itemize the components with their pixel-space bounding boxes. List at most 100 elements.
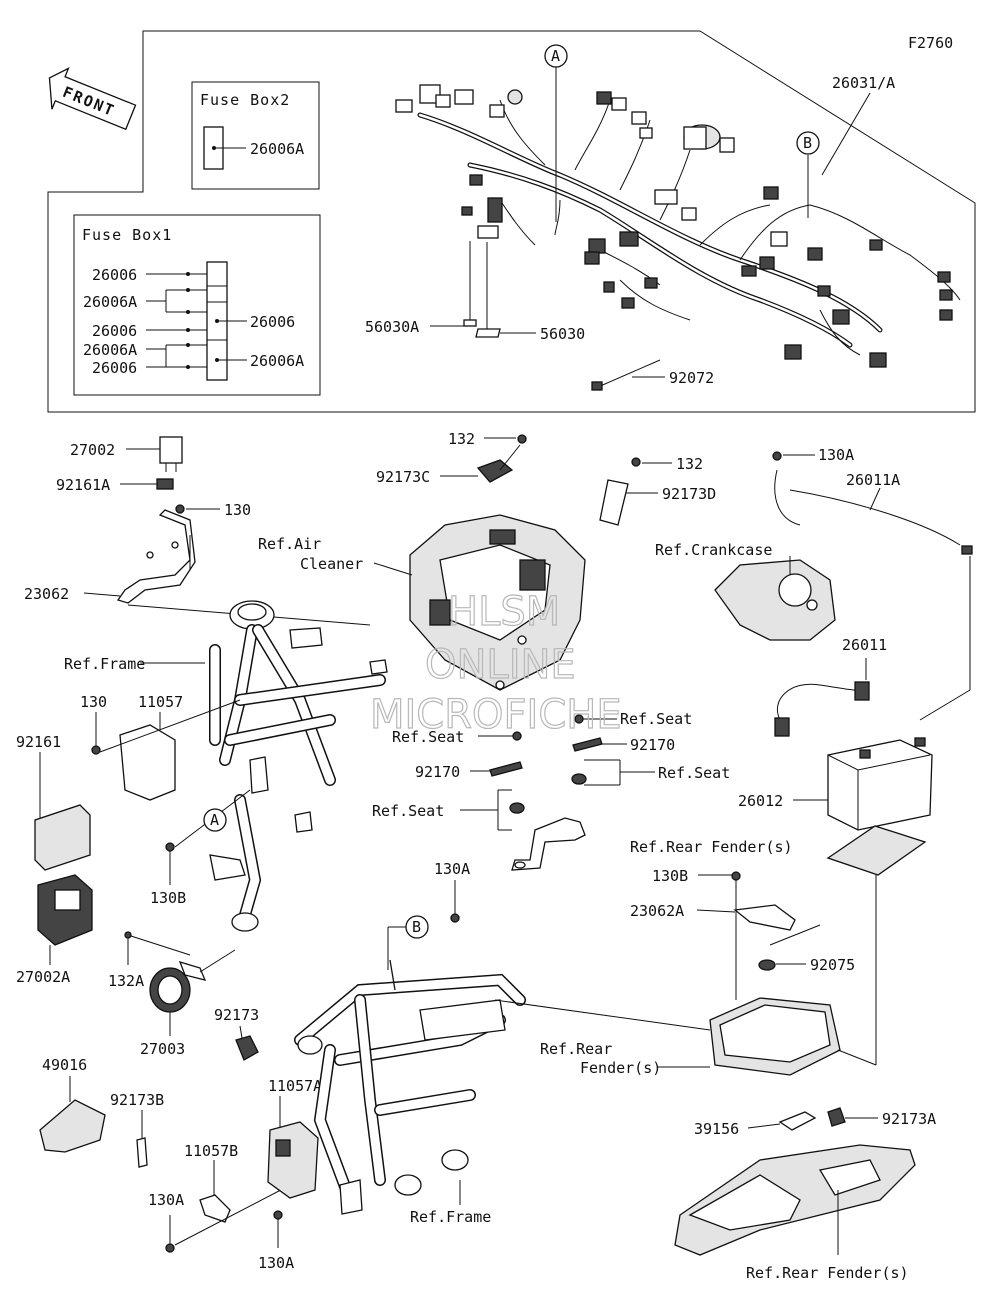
harness-main-label: 26031/A xyxy=(832,74,895,92)
bracket-11057a xyxy=(267,1121,319,1199)
clip-56030a-label: 56030A xyxy=(365,318,419,336)
ecu-27002a-label: 27002A xyxy=(16,968,70,986)
clamp-92173c xyxy=(476,459,514,483)
bracket-11057 xyxy=(119,724,176,801)
ref-rear-fender-2-label: Ref.Rear Fender(s) xyxy=(746,1264,909,1282)
cable-26011-label: 26011 xyxy=(842,636,887,654)
callout-b-frame: B xyxy=(405,915,429,939)
clamp-92173d xyxy=(599,479,629,526)
ecu-27002a xyxy=(37,874,93,946)
bolt-130-left xyxy=(91,745,101,755)
bolt-132-right-label: 132 xyxy=(676,455,703,473)
horn-27003 xyxy=(149,960,207,1013)
band-92170-right-label: 92170 xyxy=(630,736,675,754)
bolt-130b-left xyxy=(165,842,175,852)
bolt-130-top xyxy=(175,504,185,514)
ecu-92161-label: 92161 xyxy=(16,733,61,751)
fuse-box1-label-3: 26006 xyxy=(92,322,137,340)
ref-seat-4-label: Ref.Seat xyxy=(658,764,730,782)
figure-code: F2760 xyxy=(908,34,953,52)
clamp-92173a xyxy=(827,1107,846,1127)
fuse-box1-label-4: 26006A xyxy=(83,341,137,359)
fuse-box1-leaders xyxy=(146,273,247,368)
clamp-92173b xyxy=(136,1137,148,1168)
callout-a-harness: A xyxy=(544,44,568,68)
nut-130a-mid xyxy=(450,913,460,923)
band-92170-left xyxy=(489,761,523,777)
bolt-130a-top-label: 130A xyxy=(818,446,854,464)
clip-56030-label: 56030 xyxy=(540,325,585,343)
battery-26012 xyxy=(827,737,933,831)
ref-frame-1-label: Ref.Frame xyxy=(64,655,145,673)
bolt-130b-right-label: 130B xyxy=(652,867,688,885)
callout-a-frame: A xyxy=(203,808,227,832)
bolt-130b-left-label: 130B xyxy=(150,889,186,907)
bolt-132-top-label: 132 xyxy=(448,430,475,448)
callout-a-harness-label: A xyxy=(551,47,560,65)
grommet-seat-right xyxy=(571,773,587,785)
ref-rear-fender-1-label: Ref.Rear Fender(s) xyxy=(630,838,793,856)
ref-air-cleaner-label-2: Cleaner xyxy=(300,555,363,573)
fuse-box1-label-right-2: 26006A xyxy=(250,352,304,370)
cable-26011a xyxy=(774,469,801,526)
bracket-11057-label: 11057 xyxy=(138,693,183,711)
fuse-box2-title: Fuse Box2 xyxy=(200,91,290,109)
fuse-box1-label-right-1: 26006 xyxy=(250,313,295,331)
callout-a-frame-label: A xyxy=(210,811,219,829)
clamp-92173c-label: 92173C xyxy=(376,468,430,486)
cable-26011a-label: 26011A xyxy=(846,471,900,489)
nut-130a-mid-label: 130A xyxy=(434,860,470,878)
band-92170-left-label: 92170 xyxy=(415,763,460,781)
bracket-23062 xyxy=(116,509,196,604)
battery-pad xyxy=(826,825,927,876)
callout-b-harness: B xyxy=(796,131,820,155)
grommet-seat-left xyxy=(509,802,525,814)
bolt-130a-bl2 xyxy=(273,1210,283,1220)
bracket-11057b xyxy=(199,1194,231,1223)
bolt-132a-label: 132A xyxy=(108,972,144,990)
bracket-23062-label: 23062 xyxy=(24,585,69,603)
ref-seat-3-label: Ref.Seat xyxy=(372,802,444,820)
cover-49016-label: 49016 xyxy=(42,1056,87,1074)
battery-26012-label: 26012 xyxy=(738,792,783,810)
front-frame xyxy=(209,600,388,932)
bracket-23062a-label: 23062A xyxy=(630,902,684,920)
part-39156-label: 39156 xyxy=(694,1120,739,1138)
horn-27003-label: 27003 xyxy=(140,1040,185,1058)
ref-air-cleaner-label-1: Ref.Air xyxy=(258,535,321,553)
fuse-box2-frame xyxy=(191,81,320,190)
rubber-92161a-label: 92161A xyxy=(56,476,110,494)
bolt-132a xyxy=(124,931,132,939)
callout-b-frame-label: B xyxy=(412,918,421,936)
crankcase xyxy=(714,559,836,641)
bolt-130a-bl2-label: 130A xyxy=(258,1254,294,1272)
bolt-130a-bl1 xyxy=(165,1243,175,1253)
watermark-line-1: HLSM xyxy=(448,589,560,635)
relay-27002-label: 27002 xyxy=(70,441,115,459)
relay-27002 xyxy=(159,436,183,472)
bolt-130-left-label: 130 xyxy=(80,693,107,711)
bolt-130a-bl1-label: 130A xyxy=(148,1191,184,1209)
band-92072-label: 92072 xyxy=(669,369,714,387)
harness-group-frame xyxy=(47,30,976,413)
bolt-132-top xyxy=(517,434,527,444)
bolt-132-right xyxy=(631,457,641,467)
callout-b-harness-label: B xyxy=(803,134,812,152)
cover-49016 xyxy=(39,1099,106,1153)
ref-frame-2-label: Ref.Frame xyxy=(410,1208,491,1226)
clip-56030 xyxy=(475,328,501,338)
harness-connectors xyxy=(395,84,953,368)
clamp-92173a-label: 92173A xyxy=(882,1110,936,1128)
bolt-130-top-label: 130 xyxy=(224,501,251,519)
fuse-box1-label-2: 26006A xyxy=(83,293,137,311)
ref-crankcase-label: Ref.Crankcase xyxy=(655,541,772,559)
band-92072 xyxy=(591,359,661,391)
ref-seat-2-label: Ref.Seat xyxy=(620,710,692,728)
watermark: HLSM ONLINE MICROFICHE xyxy=(369,588,622,738)
bolt-130a-top xyxy=(772,451,782,461)
clip-56030a xyxy=(463,319,477,327)
rubber-92161a xyxy=(156,478,174,490)
cable-26011 xyxy=(774,681,870,737)
bracket-23062a xyxy=(733,904,796,931)
